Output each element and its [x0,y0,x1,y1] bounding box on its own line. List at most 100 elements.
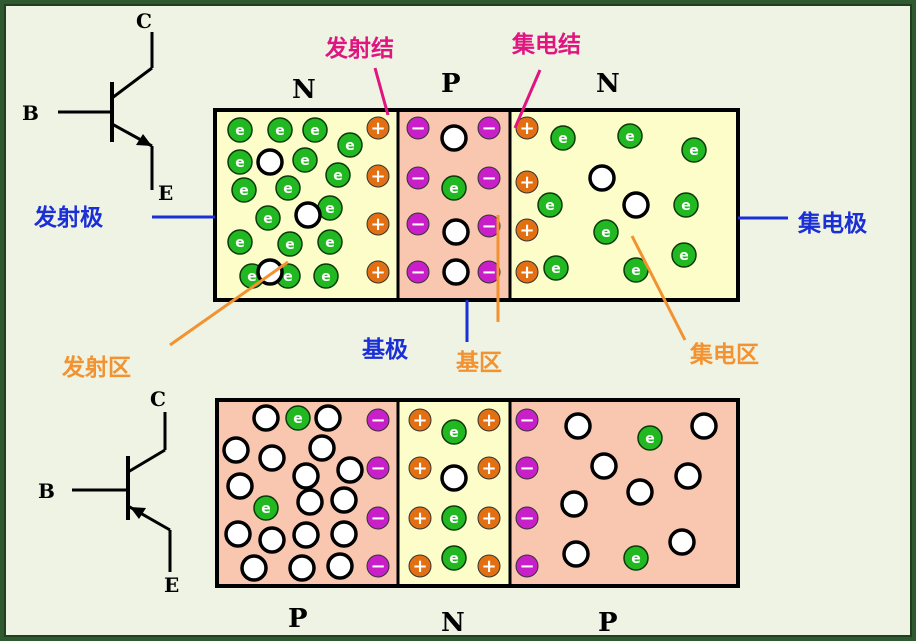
electron-particle: e [227,149,253,175]
hole-particle [588,164,616,192]
hole-particle [626,478,654,506]
pnp-symbol [72,412,172,572]
positive-ion: + [366,164,390,188]
svg-text:−: − [519,508,534,529]
svg-text:e: e [631,551,641,567]
electron-particle: e [671,242,697,268]
hole-particle [440,124,468,152]
svg-text:+: + [370,118,385,139]
svg-text:e: e [325,235,335,251]
pnp-emitter-arrow-icon [130,507,146,519]
negative-ion: − [406,260,430,284]
svg-text:−: − [410,118,425,139]
positive-ion: + [477,408,501,432]
hole-particle [690,412,718,440]
pnp-particles: ee−−−−++++++++eee−−−−ee [222,404,718,582]
negative-ion: − [477,166,501,190]
svg-text:e: e [333,168,343,184]
electron-particle: e [275,175,301,201]
emitter-junction-label: 发射结 [324,35,394,62]
positive-ion: + [477,506,501,530]
negative-ion: − [366,506,390,530]
hole-particle [240,554,268,582]
electron-particle: e [227,229,253,255]
electron-particle: e [623,545,649,571]
svg-text:+: + [370,214,385,235]
hole-particle [674,462,702,490]
electron-particle: e [267,117,293,143]
svg-text:e: e [263,211,273,227]
negative-ion: − [477,260,501,284]
svg-text:+: + [412,556,427,577]
positive-ion: + [408,408,432,432]
positive-ion: + [408,456,432,480]
pnp-region-label-mid: N [441,608,465,638]
collector-region-pointer [630,235,687,341]
npn-terminal-c: C [136,9,152,33]
svg-text:e: e [449,181,459,197]
hole-particle [562,540,590,568]
hole-particle [564,412,592,440]
svg-text:e: e [275,123,285,139]
hole-particle [226,472,254,500]
npn-region-label-left: N [292,75,316,105]
hole-particle [256,148,284,176]
hole-particle [330,486,358,514]
electron-particle: e [593,219,619,245]
npn-region-label-mid: P [441,69,461,99]
electron-particle: e [285,405,311,431]
svg-text:+: + [370,262,385,283]
emitter-region-label: 发射区 [61,354,131,381]
svg-text:e: e [325,201,335,217]
svg-text:e: e [681,198,691,214]
pnp-collector-lead [127,448,166,474]
npn-terminal-b: B [22,101,39,125]
electron-particle: e [441,545,467,571]
electron-particle: e [550,125,576,151]
svg-text:e: e [449,425,459,441]
positive-ion: + [408,554,432,578]
svg-text:−: − [519,458,534,479]
npn-block-outline [213,108,740,302]
svg-text:e: e [558,131,568,147]
positive-ion: + [366,212,390,236]
svg-text:−: − [519,556,534,577]
hole-particle [560,490,588,518]
electron-particle: e [292,147,318,173]
hole-particle [442,218,470,246]
electron-particle: e [441,505,467,531]
electron-particle: e [617,123,643,149]
emitter-electrode-label: 发射极 [33,204,103,231]
svg-text:−: − [410,214,425,235]
svg-text:e: e [235,123,245,139]
negative-ion: − [477,214,501,238]
electron-particle: e [231,177,257,203]
hole-particle [252,404,280,432]
hole-particle [258,444,286,472]
negative-ion: − [515,554,539,578]
electron-particle: e [637,425,663,451]
svg-text:−: − [481,262,496,283]
positive-ion: + [515,218,539,242]
electron-particle: e [537,192,563,218]
npn-emitter-arrow-icon [136,134,152,146]
svg-text:+: + [481,458,496,479]
svg-text:−: − [410,168,425,189]
pnp-region-label-left: P [288,604,308,634]
svg-text:+: + [412,410,427,431]
svg-text:e: e [645,431,655,447]
svg-text:e: e [449,551,459,567]
electron-particle: e [317,229,343,255]
collector-junction-label: 集电结 [511,31,581,58]
svg-text:−: − [410,262,425,283]
hole-particle [440,464,468,492]
electron-particle: e [255,205,281,231]
pnp-terminal-c: C [150,387,166,411]
svg-text:e: e [449,511,459,527]
npn-collector-lead [111,66,153,100]
negative-ion: − [366,456,390,480]
positive-ion: + [477,554,501,578]
svg-text:+: + [481,508,496,529]
